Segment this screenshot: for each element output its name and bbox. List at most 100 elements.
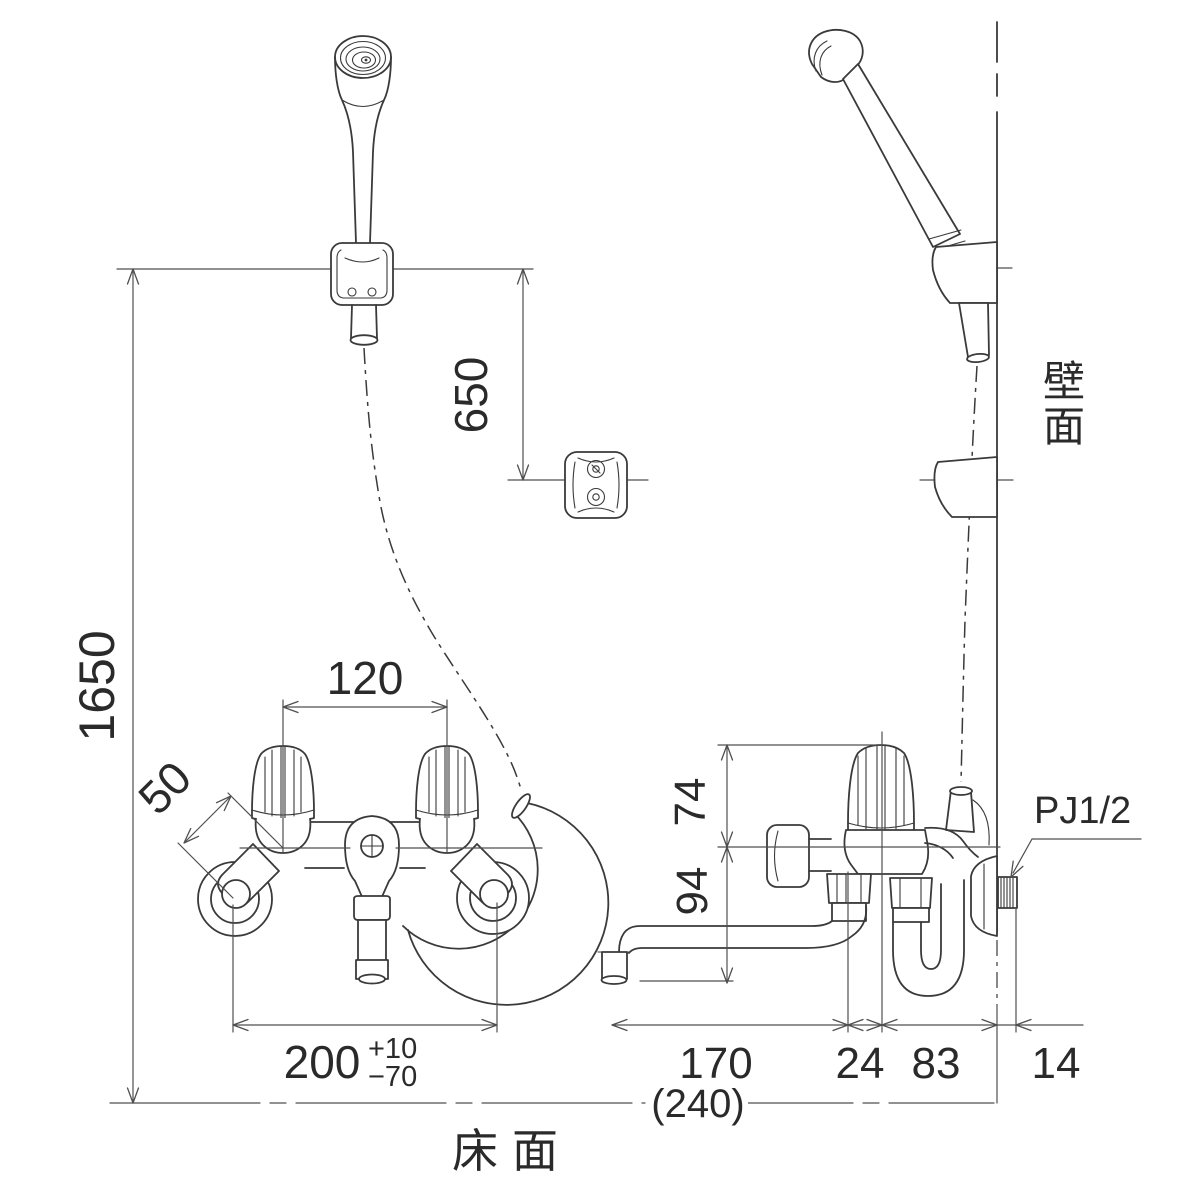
hose-loop-end-cap bbox=[511, 793, 531, 819]
shower-collar bbox=[892, 907, 930, 923]
hose-u-outer bbox=[892, 879, 965, 997]
arrow-200-right bbox=[481, 1018, 498, 1032]
arrow-50-upper bbox=[215, 795, 232, 812]
lower-hook-side bbox=[933, 456, 998, 518]
diverter-front bbox=[344, 815, 400, 985]
hose-u-inner bbox=[920, 883, 942, 970]
dim-74-text: 74 bbox=[666, 778, 715, 827]
spout-collar-front bbox=[353, 895, 391, 921]
shower-face-dot bbox=[364, 58, 368, 62]
dim-94-text: 94 bbox=[668, 867, 717, 916]
spout-nut bbox=[826, 873, 872, 904]
arrow-1650-bottom bbox=[126, 1087, 140, 1104]
wall-label-char1: 壁 bbox=[1043, 358, 1085, 405]
head-face-line2 bbox=[819, 45, 832, 76]
top-knob-skirt bbox=[847, 822, 915, 829]
valve-body-side bbox=[843, 829, 930, 875]
shower-head-front bbox=[334, 35, 392, 244]
arrow-94-bottom bbox=[720, 967, 734, 984]
hose-inlet-stub bbox=[945, 789, 975, 833]
front-knob-side bbox=[766, 824, 810, 888]
top-hook-inner-arc bbox=[344, 257, 380, 263]
dim-50-text: 50 bbox=[128, 751, 201, 824]
shower-handle-right-edge bbox=[369, 56, 392, 244]
thread-hatching bbox=[1000, 876, 1014, 909]
front-view bbox=[197, 35, 610, 1006]
shower-nut bbox=[889, 877, 933, 909]
side-view bbox=[597, 28, 1018, 997]
dimension-layer: 1650 650 120 50 bbox=[69, 268, 1142, 1126]
top-hook-screw-right bbox=[367, 287, 377, 297]
top-knob-ridges bbox=[857, 744, 905, 833]
lower-hook-screw-bottom bbox=[586, 487, 606, 507]
shower-face-ring2 bbox=[345, 46, 381, 72]
wall-label-char2: 面 bbox=[1043, 403, 1085, 450]
lower-hook-front bbox=[564, 451, 628, 519]
dim-50-line bbox=[185, 797, 230, 842]
left-handle-ridges bbox=[264, 745, 302, 822]
dim-24-text: 24 bbox=[836, 1039, 885, 1088]
floor-label: 床面 bbox=[452, 1125, 572, 1177]
shower-face-ring3 bbox=[351, 51, 377, 69]
wall-pipe-bottom bbox=[924, 842, 954, 859]
arrow-50-lower bbox=[183, 827, 200, 844]
hose-centerline-front bbox=[363, 347, 522, 790]
hose-stub-sides bbox=[350, 304, 378, 339]
lower-hook-side-curves bbox=[572, 461, 620, 509]
shower-handle-left-edge bbox=[334, 56, 357, 244]
spout-collar-side bbox=[831, 902, 867, 922]
shower-face-center bbox=[360, 56, 372, 64]
top-hook-side bbox=[931, 241, 998, 304]
arrow-74-top bbox=[720, 744, 734, 761]
diverter-body bbox=[344, 815, 400, 904]
right-leg-cap bbox=[479, 879, 509, 909]
arrow-pj-leader bbox=[1010, 860, 1024, 878]
spout-outlet-end bbox=[600, 975, 628, 985]
hose-stub-end bbox=[349, 334, 379, 346]
arrow-170-left bbox=[611, 1018, 628, 1032]
head-face-line1 bbox=[813, 40, 828, 72]
lower-hook-body bbox=[564, 451, 628, 519]
hose-centerlines bbox=[363, 347, 978, 790]
dim-200-extensions bbox=[232, 902, 498, 1033]
hose-stub-end-side bbox=[966, 352, 990, 364]
shower-handle-joint-arc bbox=[341, 99, 385, 108]
faucet-front bbox=[197, 745, 530, 985]
pj-leader-line bbox=[1012, 838, 1142, 874]
spout-outlet-tube bbox=[601, 951, 628, 980]
dim-650-text: 650 bbox=[445, 357, 497, 434]
arrow-83-right bbox=[981, 1018, 998, 1032]
hose-centerline-side bbox=[960, 365, 978, 783]
spout-outlet-front bbox=[358, 973, 386, 985]
front-knob-face-arc bbox=[773, 830, 779, 882]
front-knob-stem bbox=[808, 838, 832, 872]
dim-200-tol-plus: +10 bbox=[368, 1033, 417, 1065]
arrow-1650-top bbox=[126, 268, 140, 285]
thread-spec-text: PJ1/2 bbox=[1034, 790, 1131, 832]
dim-50-extensions bbox=[177, 792, 284, 899]
dim-14-text: 14 bbox=[1032, 1039, 1081, 1088]
lower-hook-screw-top-slot bbox=[592, 465, 600, 473]
dim-240-halo bbox=[648, 1084, 748, 1124]
hose-inlet-open-end bbox=[949, 786, 973, 796]
bottom-dim-extensions bbox=[847, 731, 1017, 1033]
arrow-94-top bbox=[720, 846, 734, 863]
wall-pipe-top bbox=[924, 826, 979, 858]
arrow-120-right bbox=[431, 700, 448, 714]
spout-nut-flats bbox=[836, 873, 862, 904]
diverter-screw-cross bbox=[360, 834, 384, 858]
dim-200-tol-minus: −70 bbox=[368, 1061, 417, 1093]
right-handle-ridges bbox=[428, 745, 466, 822]
shower-face-ring1 bbox=[339, 40, 387, 76]
lower-hook-screw-top bbox=[586, 459, 606, 479]
lower-hook-screw-slot-line bbox=[591, 464, 601, 474]
hose-loop-outer bbox=[407, 802, 610, 1006]
rear-bend bbox=[972, 799, 990, 846]
top-hook-screw-left bbox=[347, 287, 357, 297]
arrow-83-left bbox=[881, 1018, 898, 1032]
hose-stub-side bbox=[958, 302, 990, 358]
dim-120-extensions bbox=[282, 699, 448, 853]
reference-lines bbox=[109, 21, 1014, 1104]
